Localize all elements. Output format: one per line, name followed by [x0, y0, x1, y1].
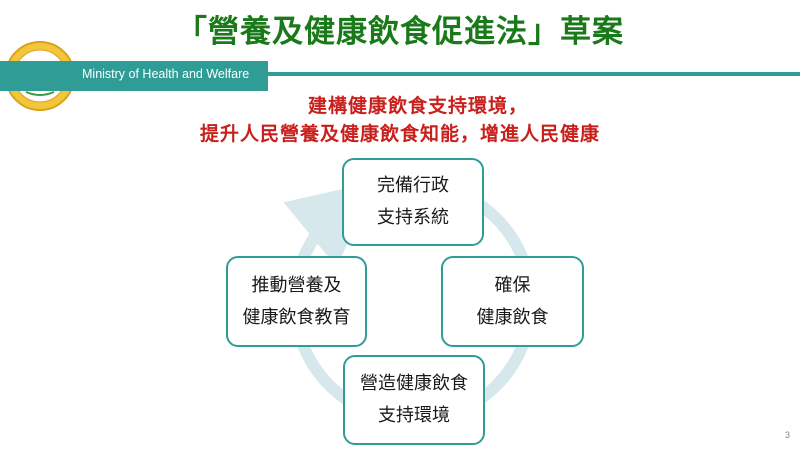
node-text-line: 完備行政: [377, 175, 449, 196]
node-text-line: 支持環境: [378, 405, 450, 426]
ministry-banner: [0, 61, 268, 91]
header-divider-line: [268, 72, 800, 76]
node-text-line: 營造健康飲食: [360, 373, 468, 394]
cycle-node-ensure-healthy-diet: 確保 健康飲食: [441, 256, 584, 347]
node-text-line: 健康飲食教育: [242, 306, 351, 328]
page-number: 3: [784, 430, 790, 440]
cycle-node-admin-support: 完備行政 支持系統: [342, 158, 484, 246]
subtitle-line-1: 建構健康飲食支持環境，: [307, 95, 528, 117]
subtitle-line-2: 提升人民營養及健康飲食知能，增進人民健康: [199, 123, 600, 145]
node-text-line: 確保: [494, 274, 531, 296]
ministry-name: Ministry of Health and Welfare: [82, 67, 250, 81]
node-text-line: 健康飲食: [476, 306, 549, 328]
node-text-line: 支持系統: [377, 207, 449, 228]
cycle-node-supportive-environment: 營造健康飲食 支持環境: [343, 355, 485, 445]
node-text-line: 推動營養及: [251, 274, 342, 296]
slide-title: 「營養及健康飲食促進法」草案: [176, 14, 624, 50]
cycle-node-nutrition-education: 推動營養及 健康飲食教育: [226, 256, 367, 347]
cycle-arrow: [283, 181, 376, 268]
